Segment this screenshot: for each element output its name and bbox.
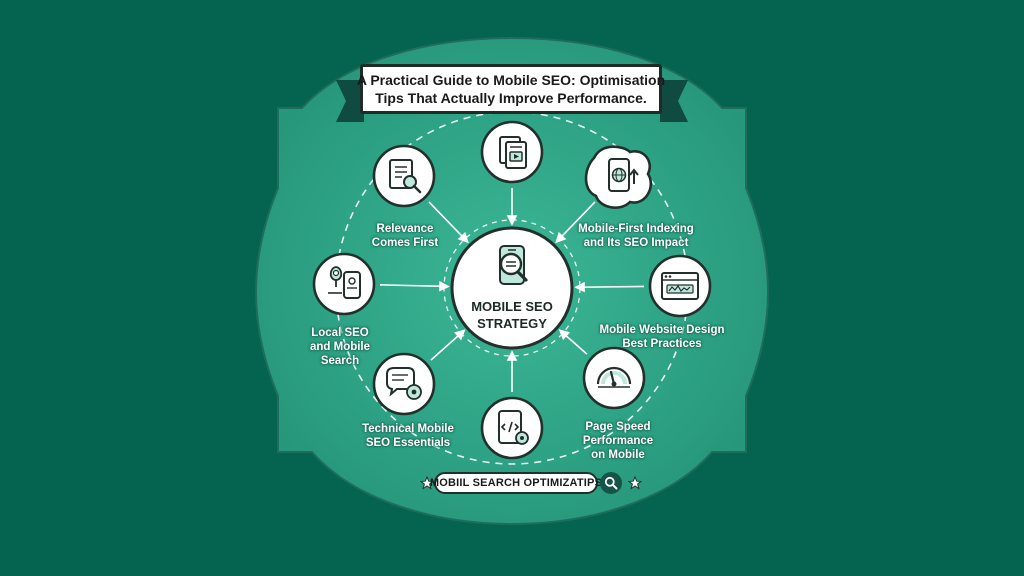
- phone-code-gear-icon: [498, 410, 529, 445]
- arrow-design: [575, 285, 645, 289]
- ribbon-left: [336, 80, 364, 122]
- label-mobile-first: Mobile-First Indexing and Its SEO Impact: [566, 222, 706, 250]
- arrowhead-code: [506, 350, 518, 361]
- phone-magnifier-icon: [499, 245, 528, 285]
- node-code: [480, 396, 544, 460]
- label-design: Mobile Website Design Best Practices: [596, 323, 728, 351]
- label-relevance-line-2: Comes First: [371, 237, 439, 249]
- document-search-icon: [389, 159, 422, 194]
- label-local-line-2: and Mobile: [309, 341, 371, 353]
- star-icon: [420, 476, 434, 490]
- title-line-1: A Practical Guide to Mobile SEO: Optimis…: [356, 72, 666, 88]
- label-relevance: Relevance Comes First: [362, 222, 448, 250]
- browser-window-icon: [661, 272, 699, 300]
- node-speed: [582, 346, 646, 410]
- arrowhead-relevance: [457, 231, 469, 244]
- label-speed: Page Speed Performance on Mobile: [568, 420, 668, 462]
- label-relevance-line-1: Relevance: [376, 223, 434, 235]
- node-top: [480, 120, 544, 184]
- footer-label: MOBIIL SEARCH OPTIMIZATIPS: [429, 477, 603, 489]
- chat-gear-icon: [386, 367, 422, 400]
- label-speed-line-2: Performance: [582, 435, 654, 447]
- node-mobile-first: [584, 145, 653, 209]
- label-speed-line-3: on Mobile: [591, 449, 645, 461]
- label-design-line-1: Mobile Website Design: [599, 324, 725, 336]
- search-icon: [600, 472, 622, 494]
- center-label: MOBILE SEO STRATEGY: [452, 298, 572, 332]
- arrows: [379, 188, 645, 392]
- node-technical: [372, 352, 436, 416]
- arrow-relevance: [428, 201, 469, 243]
- label-mobile-first-line-1: Mobile-First Indexing: [578, 223, 694, 235]
- label-mobile-first-line-2: and Its SEO Impact: [583, 237, 689, 249]
- arrowhead-technical: [454, 329, 466, 341]
- footer-search-bar: MOBIIL SEARCH OPTIMIZATIPS: [430, 472, 602, 494]
- arrow-local: [379, 284, 449, 288]
- speedometer-icon: [596, 366, 632, 388]
- arrow-mobile-first: [555, 201, 596, 243]
- star-icon: [628, 476, 642, 490]
- title-line-2: Tips That Actually Improve Performance.: [375, 90, 647, 106]
- ribbon-right: [660, 80, 688, 122]
- label-speed-line-1: Page Speed: [585, 421, 651, 433]
- center-label-line-1: MOBILE SEO: [471, 299, 553, 314]
- map-pin-phone-icon: [328, 266, 361, 299]
- node-design: [648, 254, 712, 318]
- arrowhead-top: [506, 215, 518, 226]
- arrowhead-local: [439, 280, 450, 292]
- arrowhead-mobile-first: [555, 231, 567, 244]
- center-label-line-2: STRATEGY: [477, 316, 547, 331]
- label-local: Local SEO and Mobile Search: [300, 326, 380, 368]
- node-circle: [582, 346, 646, 410]
- node-local: [312, 252, 376, 316]
- label-design-line-2: Best Practices: [622, 338, 702, 350]
- label-technical-line-2: SEO Essentials: [365, 437, 451, 449]
- center-circle: [450, 226, 574, 350]
- label-technical-line-1: Technical Mobile: [362, 423, 454, 435]
- label-local-line-3: Search: [320, 355, 360, 367]
- arrowhead-design: [574, 281, 585, 293]
- node-relevance: [372, 144, 436, 208]
- document-video-icon: [499, 136, 527, 169]
- arrowhead-speed: [558, 329, 571, 341]
- title-banner: A Practical Guide to Mobile SEO: Optimis…: [356, 64, 666, 114]
- label-local-line-1: Local SEO: [311, 327, 369, 339]
- phone-globe-upload-icon: [608, 158, 639, 192]
- label-technical: Technical Mobile SEO Essentials: [352, 422, 464, 450]
